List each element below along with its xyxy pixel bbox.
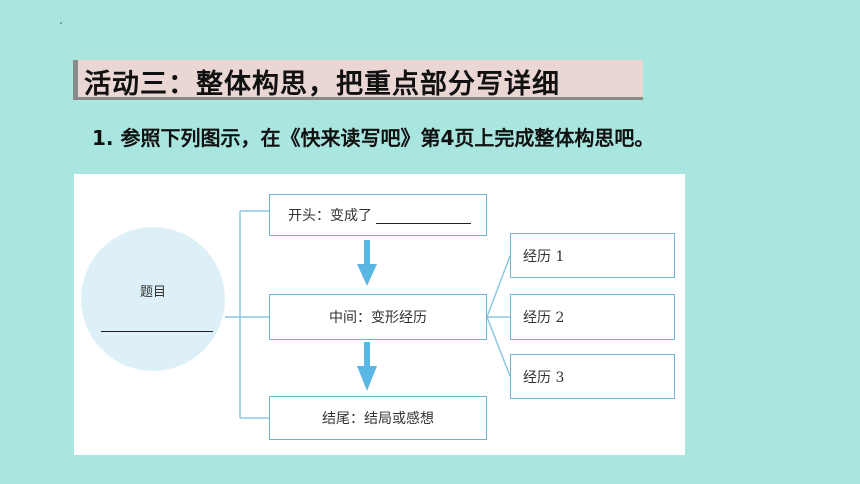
experience-box-3: 经历 3 (510, 354, 675, 399)
topic-blank-line (101, 331, 213, 332)
middle-box: 中间：变形经历 (269, 294, 487, 340)
ending-label: 结尾：结局或感想 (322, 411, 434, 427)
experience-box-2: 经历 2 (510, 294, 675, 340)
experience-box-1: 经历 1 (510, 233, 675, 278)
title-banner (73, 60, 643, 100)
structure-diagram: 题目 开头：变成了 中间：变形经历 结尾：结局或感想 经历 1 经历 2 经历 … (74, 174, 685, 455)
beginning-label: 开头：变成了 (288, 208, 372, 224)
down-arrow-icon (357, 240, 377, 286)
beginning-box: 开头：变成了 (269, 194, 487, 236)
experience-label-3: 经历 3 (523, 369, 565, 386)
corner-dot (60, 22, 62, 24)
connector-lines (225, 210, 511, 419)
beginning-blank-line (376, 222, 471, 224)
middle-label: 中间：变形经历 (329, 310, 427, 326)
page-title: 活动三：整体构思，把重点部分写详细 (84, 69, 560, 100)
topic-circle: 题目 (81, 227, 225, 371)
topic-label: 题目 (139, 285, 166, 300)
experience-label-2: 经历 2 (523, 310, 565, 326)
ending-box: 结尾：结局或感想 (269, 396, 487, 440)
instruction-text: 1. 参照下列图示，在《快来读写吧》第4页上完成整体构思吧。 (92, 126, 655, 150)
down-arrow-icon (357, 342, 377, 391)
experience-label-1: 经历 1 (523, 248, 565, 265)
